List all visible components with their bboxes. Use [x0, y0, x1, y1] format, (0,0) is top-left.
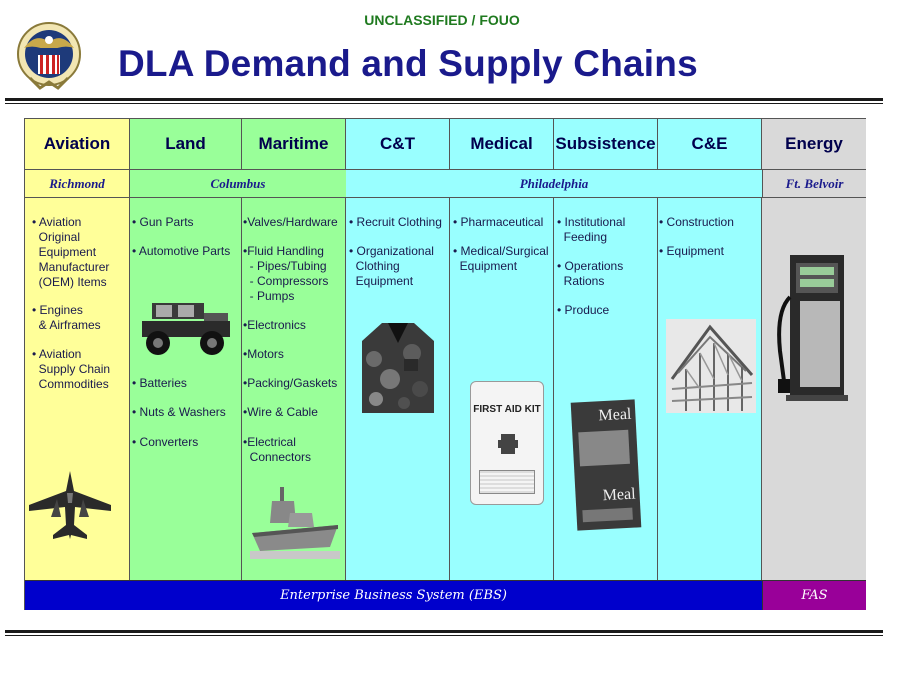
- humvee-image: [142, 303, 230, 355]
- list-item: • Batteries: [132, 376, 187, 390]
- list-item: • Institutional Feeding: [557, 215, 626, 244]
- list-item: • Pharmaceutical: [453, 215, 544, 229]
- camouflage-uniform-image: [362, 323, 434, 413]
- fighter-jet-image: [29, 471, 111, 539]
- list-item: •Electronics: [243, 318, 306, 332]
- location-philadelphia: Philadelphia: [346, 170, 762, 198]
- bottom-divider: [5, 630, 883, 633]
- list-item: • Recruit Clothing: [349, 215, 442, 229]
- top-divider-thin: [5, 103, 883, 104]
- column-header-land: Land: [130, 119, 241, 170]
- list-item: • Nuts & Washers: [132, 405, 226, 419]
- list-item: •Motors: [243, 347, 284, 361]
- list-item: • Gun Parts: [132, 215, 194, 229]
- list-item: •Wire & Cable: [243, 405, 318, 419]
- list-item: • Construction: [659, 215, 734, 229]
- mre-meal-pack-image: Meal Meal: [570, 399, 642, 531]
- list-item: • Equipment: [659, 244, 724, 258]
- bottom-divider-thin: [5, 635, 883, 636]
- list-item: • Produce: [557, 303, 610, 317]
- column-header-energy: Energy: [762, 119, 866, 170]
- list-item: • Engines & Airframes: [32, 303, 101, 332]
- list-item: •Valves/Hardware: [243, 215, 338, 229]
- column-header-medical: Medical: [450, 119, 553, 170]
- location-columbus: Columbus: [130, 170, 346, 198]
- list-item: • Organizational Clothing Equipment: [349, 244, 434, 288]
- column-header-ct: C&T: [346, 119, 449, 170]
- column-header-ce: C&E: [658, 119, 761, 170]
- ebs-bar: Enterprise Business System (EBS): [25, 580, 762, 610]
- meal-label-bottom: Meal: [602, 485, 637, 505]
- list-item: • Aviation Original Equipment Manufactur…: [32, 215, 110, 289]
- list-item: • Aviation Supply Chain Commodities: [32, 347, 111, 391]
- list-item: • Converters: [132, 435, 199, 449]
- column-header-aviation: Aviation: [25, 119, 129, 170]
- construction-frame-image: [666, 319, 756, 413]
- first-aid-label: FIRST AID KIT: [473, 404, 541, 415]
- first-aid-kit-image: FIRST AID KIT: [470, 381, 544, 505]
- top-divider: [5, 98, 883, 101]
- list-item: •Electrical Connectors: [243, 435, 312, 464]
- list-item: • Automotive Parts: [132, 244, 231, 258]
- list-item: •Fluid Handling - Pipes/Tubing - Compres…: [243, 244, 329, 303]
- meal-label-top: Meal: [598, 405, 632, 425]
- dla-seal-logo: [17, 22, 81, 90]
- supply-chain-grid: Aviation • Aviation Original Equipment M…: [24, 118, 866, 610]
- page-title: DLA Demand and Supply Chains: [118, 43, 698, 84]
- column-header-subsistence: Subsistence: [554, 119, 657, 170]
- fas-bar: FAS: [762, 580, 866, 610]
- list-item: • Operations Rations: [557, 259, 624, 288]
- navy-ship-image: [250, 487, 340, 559]
- fuel-pump-image: [777, 255, 848, 401]
- classification-banner: UNCLASSIFIED / FOUO: [364, 12, 520, 28]
- column-header-maritime: Maritime: [242, 119, 345, 170]
- list-item: • Medical/Surgical Equipment: [453, 244, 549, 273]
- location-ft-belvoir: Ft. Belvoir: [762, 170, 866, 198]
- location-richmond: Richmond: [25, 170, 130, 198]
- list-item: •Packing/Gaskets: [243, 376, 338, 390]
